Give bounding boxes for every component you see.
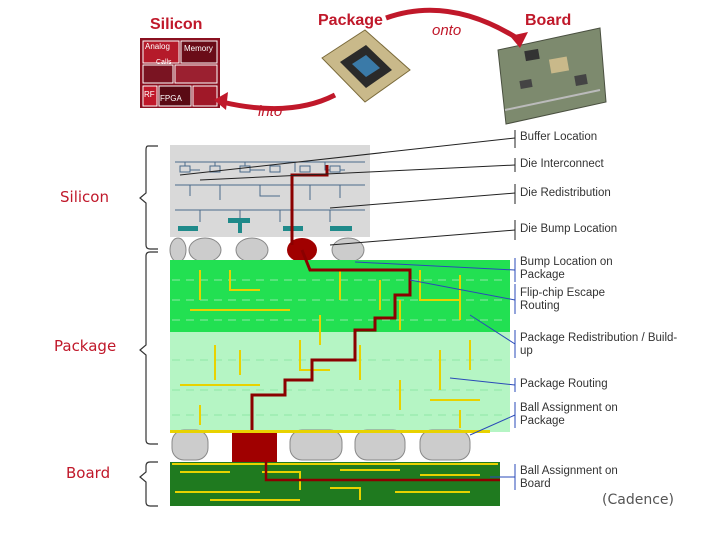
chip-block-memory: Memory: [184, 44, 213, 53]
onto-arrow: [385, 7, 522, 43]
silicon-title: Silicon: [150, 16, 203, 33]
chip-block-analog: Analog: [145, 42, 170, 51]
onto-arrowhead: [510, 32, 528, 48]
onto-label: onto: [432, 22, 462, 39]
package-balls: [171, 429, 471, 461]
die-bumps: [169, 237, 365, 263]
annotation-package-redistribution: Package Redistribution / Build-up: [520, 332, 678, 357]
die-body: [170, 145, 370, 237]
side-label-board: Board: [66, 464, 111, 482]
side-label-package: Package: [54, 337, 117, 355]
package-brace: [139, 251, 158, 445]
die-buffers: [179, 165, 341, 173]
silicon-chip-image: [140, 38, 220, 108]
annotation-package-routing: Package Routing: [520, 378, 608, 390]
board-image: [497, 27, 607, 125]
annotation-ball-assignment-package: Ball Assignment on Package: [520, 402, 618, 427]
annotation-flip-chip-escape: Flip-chip Escape Routing: [520, 287, 606, 312]
board-body: [170, 462, 500, 506]
annotation-ball-assignment-board: Ball Assignment on Board: [520, 465, 618, 490]
annotation-leaders-blue: [354, 258, 516, 490]
silicon-brace: [139, 145, 158, 250]
chip-block-fpga: FPGA: [160, 94, 182, 103]
chip-block-rf: RF: [144, 90, 155, 99]
board-brace: [139, 461, 158, 507]
package-ball-pads: [170, 430, 490, 433]
annotation-leaders: [179, 130, 516, 246]
board-signal-trace: [264, 462, 500, 482]
board-traces: [172, 463, 498, 501]
chip-block-calls: Calls: [156, 59, 172, 66]
side-label-silicon: Silicon: [60, 188, 109, 206]
annotation-die-interconnect: Die Interconnect: [520, 158, 604, 170]
credit-label: (Cadence): [602, 492, 674, 508]
annotation-buffer-location: Buffer Location: [520, 131, 598, 143]
highlighted-ball: [232, 430, 277, 464]
into-label: into: [258, 103, 283, 120]
board-title: Board: [525, 12, 572, 29]
annotation-bump-location-package: Bump Location on Package: [520, 256, 613, 281]
package-title: Package: [318, 12, 383, 29]
package-yellow-traces: [180, 270, 480, 428]
into-arrow: [221, 92, 337, 111]
annotation-die-bump-location: Die Bump Location: [520, 223, 618, 235]
package-image: [321, 29, 411, 103]
into-arrowhead: [214, 92, 228, 110]
annotation-die-redistribution: Die Redistribution: [520, 187, 611, 199]
